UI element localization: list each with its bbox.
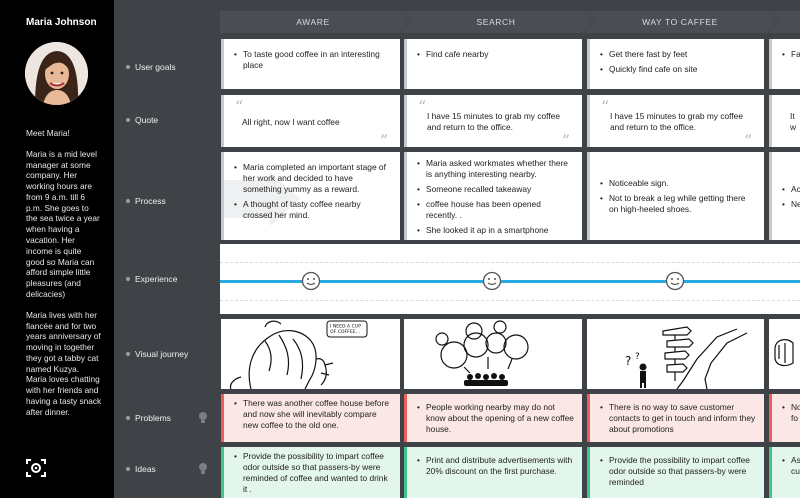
stage-arrows — [220, 11, 800, 33]
svg-text:?: ? — [635, 352, 640, 362]
list-item: There was another coffee house before an… — [234, 398, 392, 431]
bio-paragraph-1: Maria is a mid level manager at some com… — [26, 148, 100, 299]
smiley-icon[interactable] — [482, 271, 502, 291]
quote-text: All right, now I want coffee — [242, 117, 340, 127]
list-item: Find cafe nearby — [417, 49, 574, 60]
smiley-icon[interactable] — [665, 271, 685, 291]
process-cell-aware: Maria completed an important stage of he… — [221, 152, 400, 240]
quote-open-icon: “ — [601, 97, 610, 116]
list-item: There is no way to save customer contact… — [600, 402, 756, 435]
smiley-icon[interactable] — [301, 271, 321, 291]
stage-title-way-to-caffee: WAY TO CAFFEE — [642, 17, 718, 27]
idea-cell-way: Provide the possibility to impart coffee… — [587, 447, 764, 498]
row-label-experience: Experience — [126, 274, 178, 284]
list-item: A thought of tasty coffee nearby crossed… — [234, 199, 392, 221]
list-item: Ac — [782, 184, 800, 195]
list-item: Not to break a leg while getting there o… — [600, 193, 756, 215]
sketch-cell-search — [404, 319, 582, 389]
list-item: Someone recalled takeaway — [417, 184, 574, 195]
row-labels: User goals Quote Process Experience Visu… — [114, 0, 220, 498]
stage-title-search: SEARCH — [476, 17, 516, 27]
list-item: To taste good coffee in an interesting p… — [234, 49, 392, 71]
list-item: No fo — [782, 402, 800, 424]
svg-text:?: ? — [625, 354, 631, 368]
quote-cell-search: “ I have 15 minutes to grab my coffee an… — [404, 95, 582, 147]
problem-cell-way: There is no way to save customer contact… — [587, 394, 764, 442]
idea-cell-next: As cu — [769, 447, 800, 498]
quote-open-icon: “ — [235, 97, 244, 116]
quote-text: I have 15 minutes to grab my coffee and … — [427, 111, 560, 132]
quote-close-icon: ” — [743, 131, 752, 148]
list-item: Provide the possibility to impart coffee… — [600, 455, 756, 488]
list-item: Maria completed an important stage of he… — [234, 162, 392, 195]
list-item: Ne — [782, 199, 800, 210]
crowd-thoughts-sketch — [435, 320, 529, 386]
quote-cell-next: It w — [769, 95, 800, 147]
coffee-cup-sketch — [774, 339, 794, 367]
problem-cell-next: No fo — [769, 394, 800, 442]
goals-cell-search: Find cafe nearby — [404, 39, 582, 89]
list-item: Fa — [782, 49, 800, 60]
list-item: coffee house has been opened recently. . — [417, 199, 574, 221]
idea-cell-search: Print and distribute advertisements with… — [404, 447, 582, 498]
goals-cell-next: Fa — [769, 39, 800, 89]
row-label-process: Process — [126, 196, 166, 206]
list-item: Get there fast by feet — [600, 49, 756, 60]
row-label-user-goals: User goals — [126, 62, 176, 72]
quote-open-icon: “ — [418, 97, 427, 116]
process-cell-next: AcNe — [769, 152, 800, 240]
grid-line — [220, 300, 800, 301]
avatar — [25, 42, 88, 105]
grid-line — [220, 262, 800, 263]
experience-line — [220, 280, 800, 283]
persona-bio: Meet Maria! Maria is a mid level manager… — [26, 128, 102, 428]
list-item: She looked it ap in a smartphone — [417, 225, 574, 236]
bio-intro: Meet Maria! — [26, 128, 70, 138]
persona-sidebar: Maria Johnson Meet Maria! Maria is a mid… — [0, 0, 114, 498]
persona-name: Maria Johnson — [26, 17, 97, 28]
problem-cell-aware: There was another coffee house before an… — [221, 394, 400, 442]
list-item: Maria asked workmates whether there is a… — [417, 158, 574, 180]
row-label-visual-journey: Visual journey — [125, 349, 189, 359]
quote-cell-way: “ I have 15 minutes to grab my coffee an… — [587, 95, 764, 147]
sketch-cell-next — [769, 319, 800, 389]
row-label-quote: Quote — [125, 115, 159, 125]
goals-cell-way: Get there fast by feetQuickly find cafe … — [587, 39, 764, 89]
list-item: Noticeable sign. — [600, 178, 756, 189]
experience-track — [220, 244, 800, 314]
quote-close-icon: ” — [561, 131, 570, 148]
row-label-problems: Problems — [126, 413, 171, 423]
bio-paragraph-2: Maria lives with her fiancée and for two… — [26, 309, 102, 417]
sketch-cell-way: ? ? — [587, 319, 764, 389]
lightbulb-icon — [199, 412, 207, 423]
camera-icon[interactable] — [24, 456, 48, 480]
goals-cell-aware: To taste good coffee in an interesting p… — [221, 39, 400, 89]
quote-text: I have 15 minutes to grab my coffee and … — [610, 111, 743, 132]
stage-title-aware: AWARE — [296, 17, 330, 27]
list-item: Provide the possibility to impart coffee… — [234, 451, 392, 495]
list-item: People working nearby may do not know ab… — [417, 402, 574, 435]
list-item: Quickly find cafe on site — [600, 64, 756, 75]
lightbulb-icon — [199, 463, 207, 474]
list-item: Print and distribute advertisements with… — [417, 455, 574, 477]
quote-text: It w — [790, 111, 797, 132]
stage-header: AWARE SEARCH WAY TO CAFFEE — [220, 11, 800, 33]
list-item: As cu — [782, 455, 800, 477]
row-label-ideas: Ideas — [126, 464, 156, 474]
quote-close-icon: ” — [379, 131, 388, 148]
quote-cell-aware: “ All right, now I want coffee ” — [221, 95, 400, 147]
process-cell-way: Noticeable sign. Not to break a leg while… — [587, 152, 764, 240]
process-cell-search: Maria asked workmates whether there is a… — [404, 152, 582, 240]
problem-cell-search: People working nearby may do not know ab… — [404, 394, 582, 442]
idea-cell-aware: Provide the possibility to impart coffee… — [221, 447, 400, 498]
signpost-road-sketch: ? ? — [625, 326, 748, 389]
